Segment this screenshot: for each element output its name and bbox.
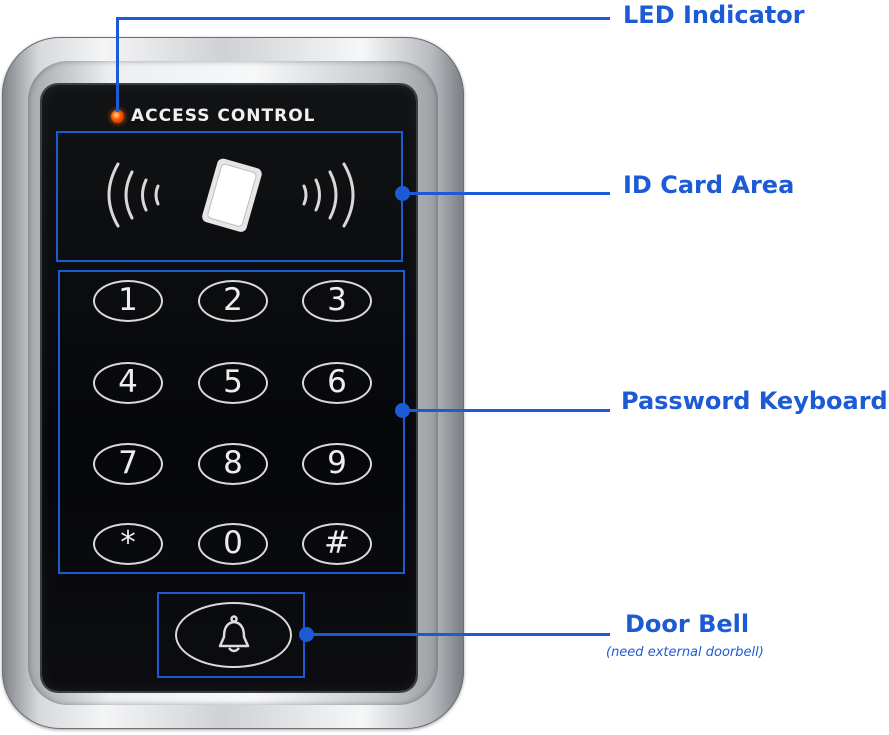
led-leader-vertical: [116, 17, 119, 112]
door-bell-label: Door Bell: [625, 610, 750, 638]
key-3[interactable]: 3: [302, 280, 372, 322]
key-star[interactable]: *: [93, 523, 163, 565]
key-5[interactable]: 5: [198, 362, 268, 404]
password-keyboard-box: [58, 270, 405, 574]
bell-leader: [306, 633, 610, 636]
password-keyboard-label: Password Keyboard: [621, 387, 888, 415]
key-9[interactable]: 9: [302, 443, 372, 485]
led-leader-horizontal: [116, 17, 610, 20]
key-0[interactable]: 0: [198, 523, 268, 565]
led-indicator-light: [111, 110, 124, 123]
key-1[interactable]: 1: [93, 280, 163, 322]
key-7[interactable]: 7: [93, 443, 163, 485]
rfid-card-icon: [96, 150, 366, 240]
doorbell-button[interactable]: [175, 602, 292, 668]
id-card-area-label: ID Card Area: [623, 171, 795, 199]
key-2[interactable]: 2: [198, 280, 268, 322]
keyboard-leader: [402, 409, 610, 412]
key-hash[interactable]: #: [302, 523, 372, 565]
bell-icon: [218, 615, 250, 653]
door-bell-note: (need external doorbell): [606, 645, 764, 660]
key-6[interactable]: 6: [302, 362, 372, 404]
card-leader: [402, 192, 610, 195]
key-8[interactable]: 8: [198, 443, 268, 485]
led-indicator-label: LED Indicator: [623, 1, 805, 29]
door-bell-box: [157, 592, 305, 678]
key-4[interactable]: 4: [93, 362, 163, 404]
panel-title: ACCESS CONTROL: [131, 106, 316, 126]
id-card-area-box: [56, 131, 403, 262]
